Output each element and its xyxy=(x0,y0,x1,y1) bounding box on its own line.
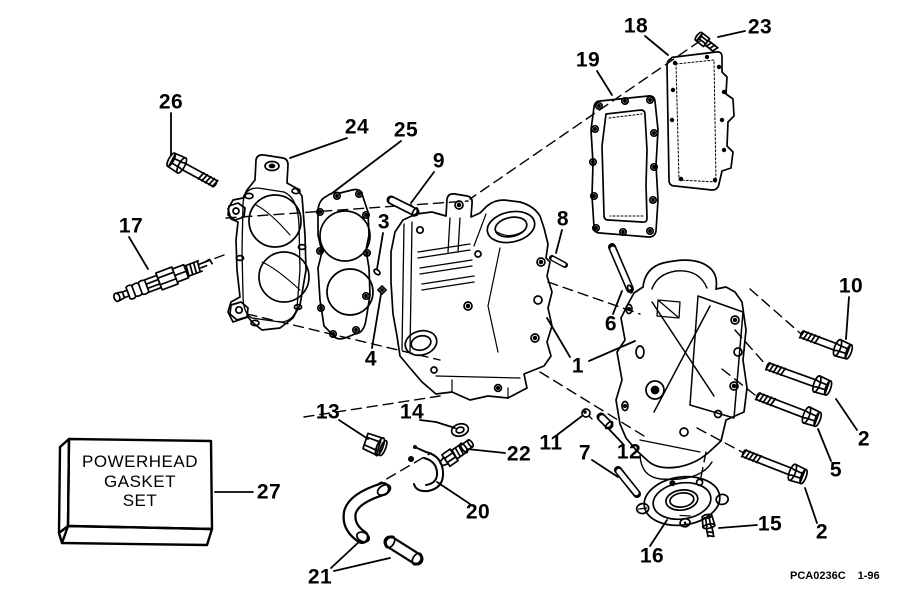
callout-leader-lines xyxy=(128,30,858,572)
part-7-pin xyxy=(614,466,641,498)
gasket-set-box-line-1: POWERHEAD xyxy=(82,452,198,471)
callout-8[interactable]: 8 xyxy=(556,207,570,231)
callout-13[interactable]: 13 xyxy=(315,400,341,424)
callout-4[interactable]: 4 xyxy=(364,347,378,371)
part-15-screw xyxy=(701,513,716,538)
callout-7[interactable]: 7 xyxy=(578,441,592,465)
callout-20[interactable]: 20 xyxy=(465,500,491,524)
part-1-cylinder-block xyxy=(390,193,553,401)
part-5-bolt xyxy=(754,392,823,428)
callout-5[interactable]: 5 xyxy=(829,458,843,482)
part-26-bolt xyxy=(166,152,219,188)
gasket-set-box-line-2: GASKET xyxy=(104,471,176,491)
callout-21[interactable]: 21 xyxy=(307,565,333,589)
part-13-plug xyxy=(362,432,388,457)
callout-17[interactable]: 17 xyxy=(118,214,144,238)
part-20-clamp xyxy=(408,445,445,493)
part-3-small-seal xyxy=(373,268,381,276)
part-22-fitting xyxy=(439,439,475,468)
part-4-dowel xyxy=(377,285,387,295)
part-6-pin xyxy=(608,243,634,294)
part-2-bolt-lower xyxy=(740,449,808,485)
drawing-number: PCA0236C xyxy=(790,570,846,582)
callout-16[interactable]: 16 xyxy=(639,544,665,568)
callout-22[interactable]: 22 xyxy=(506,442,532,466)
drawing-date-code: 1-96 xyxy=(857,570,880,582)
part-21-hoses xyxy=(342,482,424,566)
callout-6[interactable]: 6 xyxy=(604,312,618,336)
part-17-spark-plug xyxy=(113,258,213,303)
callout-1[interactable]: 1 xyxy=(571,354,585,378)
part-24-cylinder-head xyxy=(227,154,310,331)
part-12-sleeve xyxy=(596,412,614,430)
callout-14[interactable]: 14 xyxy=(399,400,425,424)
callout-12[interactable]: 12 xyxy=(616,440,642,464)
part-27-gasket-set-box xyxy=(57,437,214,547)
assembly-center-lines xyxy=(199,40,801,488)
callout-24[interactable]: 24 xyxy=(344,115,370,139)
callout-10[interactable]: 10 xyxy=(838,274,864,298)
gasket-set-box-line-3: SET xyxy=(122,491,158,510)
part-11-check-valve xyxy=(581,408,593,420)
part-16-seal-housing xyxy=(635,475,729,528)
callout-11[interactable]: 11 xyxy=(539,431,563,455)
callout-25[interactable]: 25 xyxy=(393,118,419,142)
callout-18[interactable]: 18 xyxy=(623,14,649,38)
part-18-bypass-cover xyxy=(666,51,735,191)
part-19-bypass-cover-gasket xyxy=(588,95,659,238)
callout-3[interactable]: 3 xyxy=(377,210,391,234)
part-25-head-gasket xyxy=(315,188,374,340)
part-23-screw xyxy=(694,31,719,53)
part-2-bolt-upper xyxy=(764,362,833,396)
callout-15[interactable]: 15 xyxy=(757,512,783,536)
callout-2-upper[interactable]: 2 xyxy=(857,427,871,451)
part-10-bolt xyxy=(798,330,854,360)
part-8-pin xyxy=(549,255,568,268)
callout-27[interactable]: 27 xyxy=(256,480,282,504)
callout-19[interactable]: 19 xyxy=(575,48,601,72)
part-14-washer xyxy=(450,422,470,438)
drawing-code: PCA0236C 1-96 xyxy=(790,570,890,582)
callout-2-lower[interactable]: 2 xyxy=(815,520,829,544)
part-1-crankcase xyxy=(615,259,748,481)
callout-23[interactable]: 23 xyxy=(747,15,773,39)
gasket-set-box-label: POWERHEAD GASKET SET xyxy=(68,452,212,511)
callout-26[interactable]: 26 xyxy=(158,90,184,114)
callout-9[interactable]: 9 xyxy=(432,149,446,173)
